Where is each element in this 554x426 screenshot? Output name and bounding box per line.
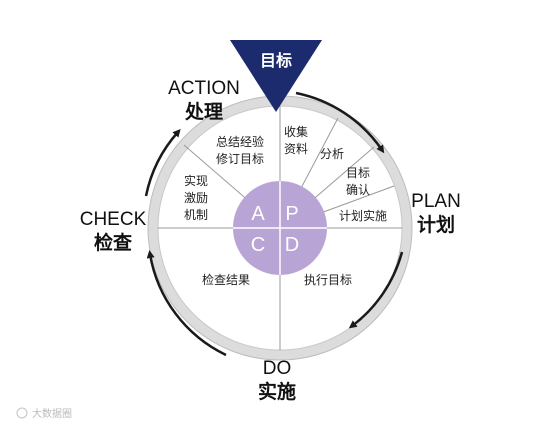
center-letter-d: D bbox=[285, 234, 299, 256]
segment-analyze: 分析 bbox=[320, 147, 344, 161]
arrow-plan-to-do bbox=[348, 251, 404, 329]
center-letter-p: P bbox=[285, 203, 298, 225]
segment-results: 检查结果 bbox=[202, 272, 250, 287]
phase-check-en: CHECK bbox=[80, 209, 147, 230]
segment-confirm-line1: 目标 bbox=[346, 166, 370, 180]
segment-implement: 计划实施 bbox=[339, 208, 387, 223]
segment-incentive-line3: 机制 bbox=[184, 208, 208, 222]
segment-confirm-line2: 确认 bbox=[346, 183, 370, 197]
watermark-icon bbox=[16, 407, 28, 419]
phase-action-cn: 处理 bbox=[184, 100, 223, 123]
phase-plan-en: PLAN bbox=[411, 191, 461, 212]
segment-incentive-line2: 激励 bbox=[184, 191, 208, 205]
cycle-arrows bbox=[144, 91, 404, 357]
phase-do-cn: 实施 bbox=[258, 380, 296, 403]
watermark-text: 大数据圈 bbox=[32, 407, 72, 420]
center-letter-a: A bbox=[251, 203, 265, 225]
segment-summary-line1: 总结经验 bbox=[216, 134, 264, 149]
arrow-goal-to-plan bbox=[295, 91, 385, 154]
arrow-do-to-check bbox=[146, 250, 227, 357]
segment-summary-line2: 修订目标 bbox=[216, 151, 264, 166]
segment-incentive-line1: 实现 bbox=[184, 173, 208, 188]
goal-label: 目标 bbox=[260, 51, 292, 70]
goal-triangle bbox=[230, 40, 322, 112]
phase-do-en: DO bbox=[263, 358, 292, 379]
center-letter-c: C bbox=[251, 234, 265, 256]
segment-collect-line2: 资料 bbox=[284, 142, 308, 156]
arrow-check-to-action bbox=[144, 129, 181, 197]
segment-execute: 执行目标 bbox=[304, 273, 352, 287]
phase-check-cn: 检查 bbox=[94, 231, 133, 254]
segment-collect-line1: 收集 bbox=[284, 124, 308, 139]
phase-plan-cn: 计划 bbox=[417, 213, 455, 236]
phase-action-en: ACTION bbox=[168, 78, 240, 99]
